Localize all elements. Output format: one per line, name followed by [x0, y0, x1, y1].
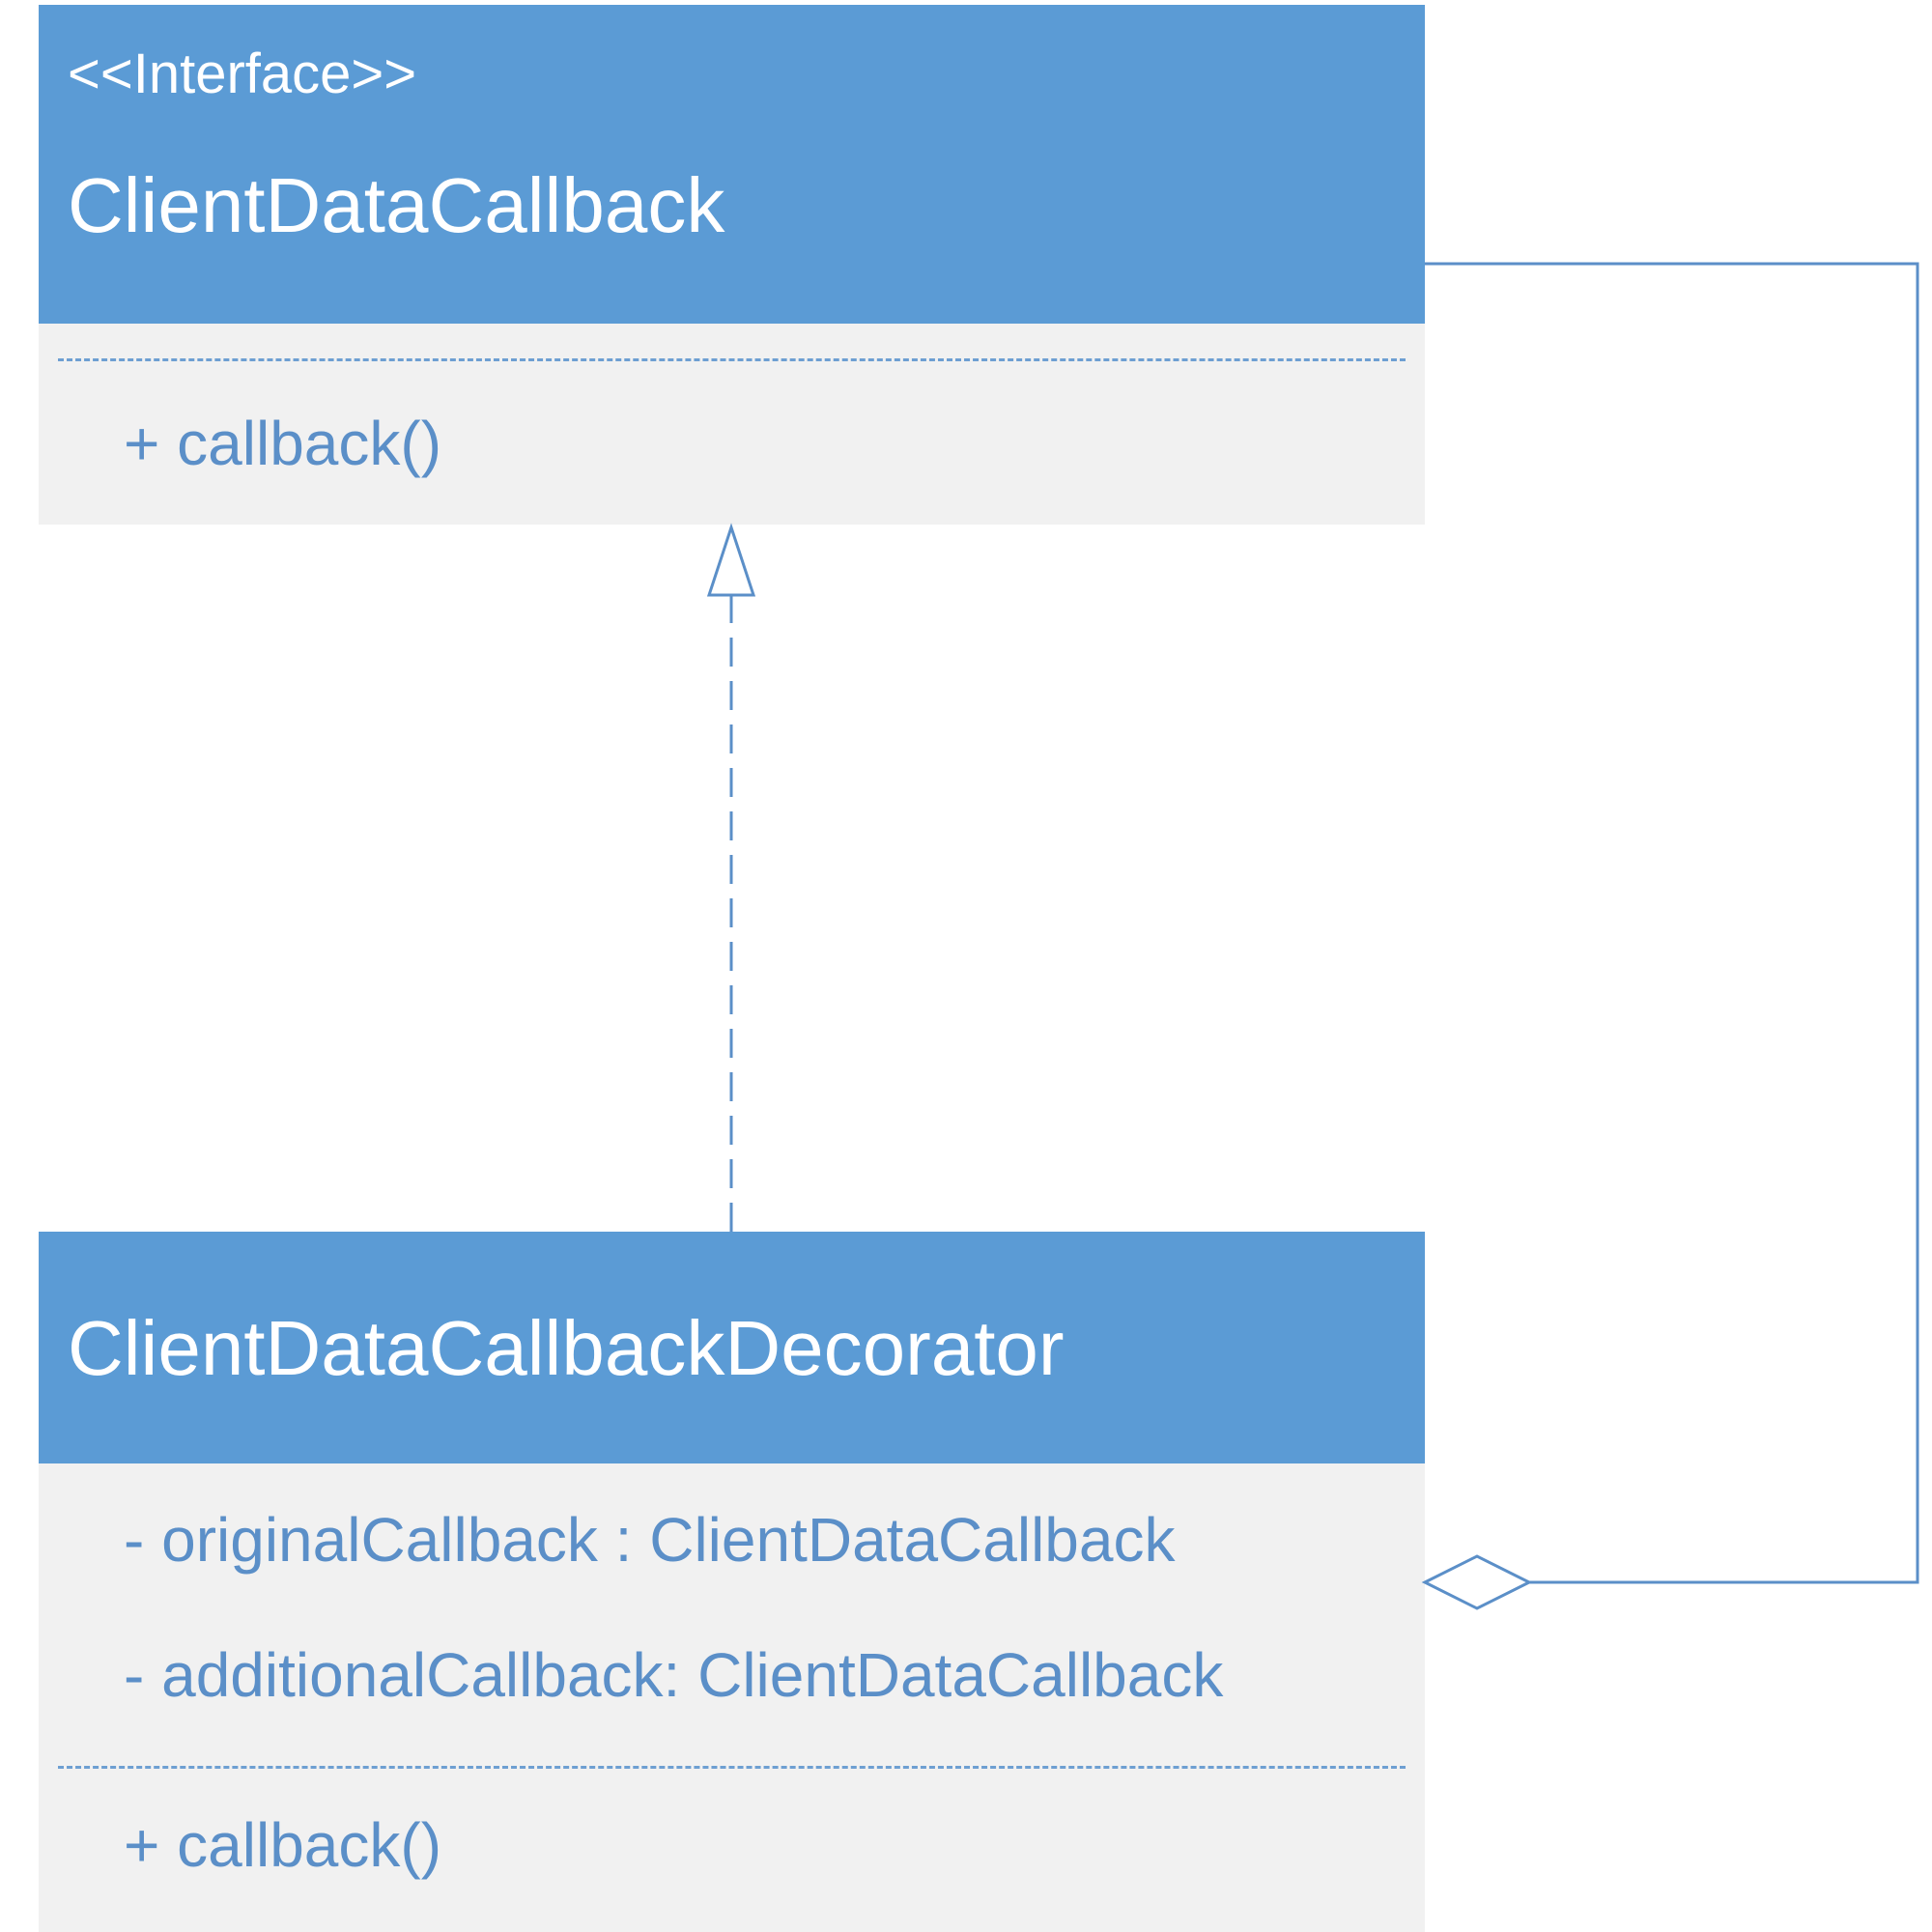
decorator-attribute: - additionalCallback: ClientDataCallback — [124, 1640, 1224, 1710]
decorator-class-box[interactable]: ClientDataCallbackDecorator - originalCa… — [39, 1232, 1425, 1932]
decorator-operation: + callback() — [124, 1810, 441, 1880]
decorator-class-body: - originalCallback : ClientDataCallback … — [39, 1463, 1425, 1932]
interface-class-header: <<Interface>> ClientDataCallback — [39, 5, 1425, 324]
interface-stereotype: <<Interface>> — [68, 43, 417, 105]
realization-arrowhead — [706, 523, 756, 597]
decorator-class-name: ClientDataCallbackDecorator — [68, 1305, 1065, 1391]
decorator-section-separator — [58, 1766, 1406, 1769]
decorator-class-header: ClientDataCallbackDecorator — [39, 1232, 1425, 1463]
decorator-attribute: - originalCallback : ClientDataCallback — [124, 1505, 1176, 1575]
aggregation-line — [1425, 262, 1919, 1584]
interface-operation: + callback() — [124, 409, 441, 478]
interface-class-body: + callback() — [39, 324, 1425, 525]
aggregation-diamond — [1421, 1554, 1533, 1610]
interface-class-box[interactable]: <<Interface>> ClientDataCallback + callb… — [39, 5, 1425, 525]
interface-section-separator — [58, 358, 1406, 361]
interface-class-name: ClientDataCallback — [68, 162, 725, 248]
